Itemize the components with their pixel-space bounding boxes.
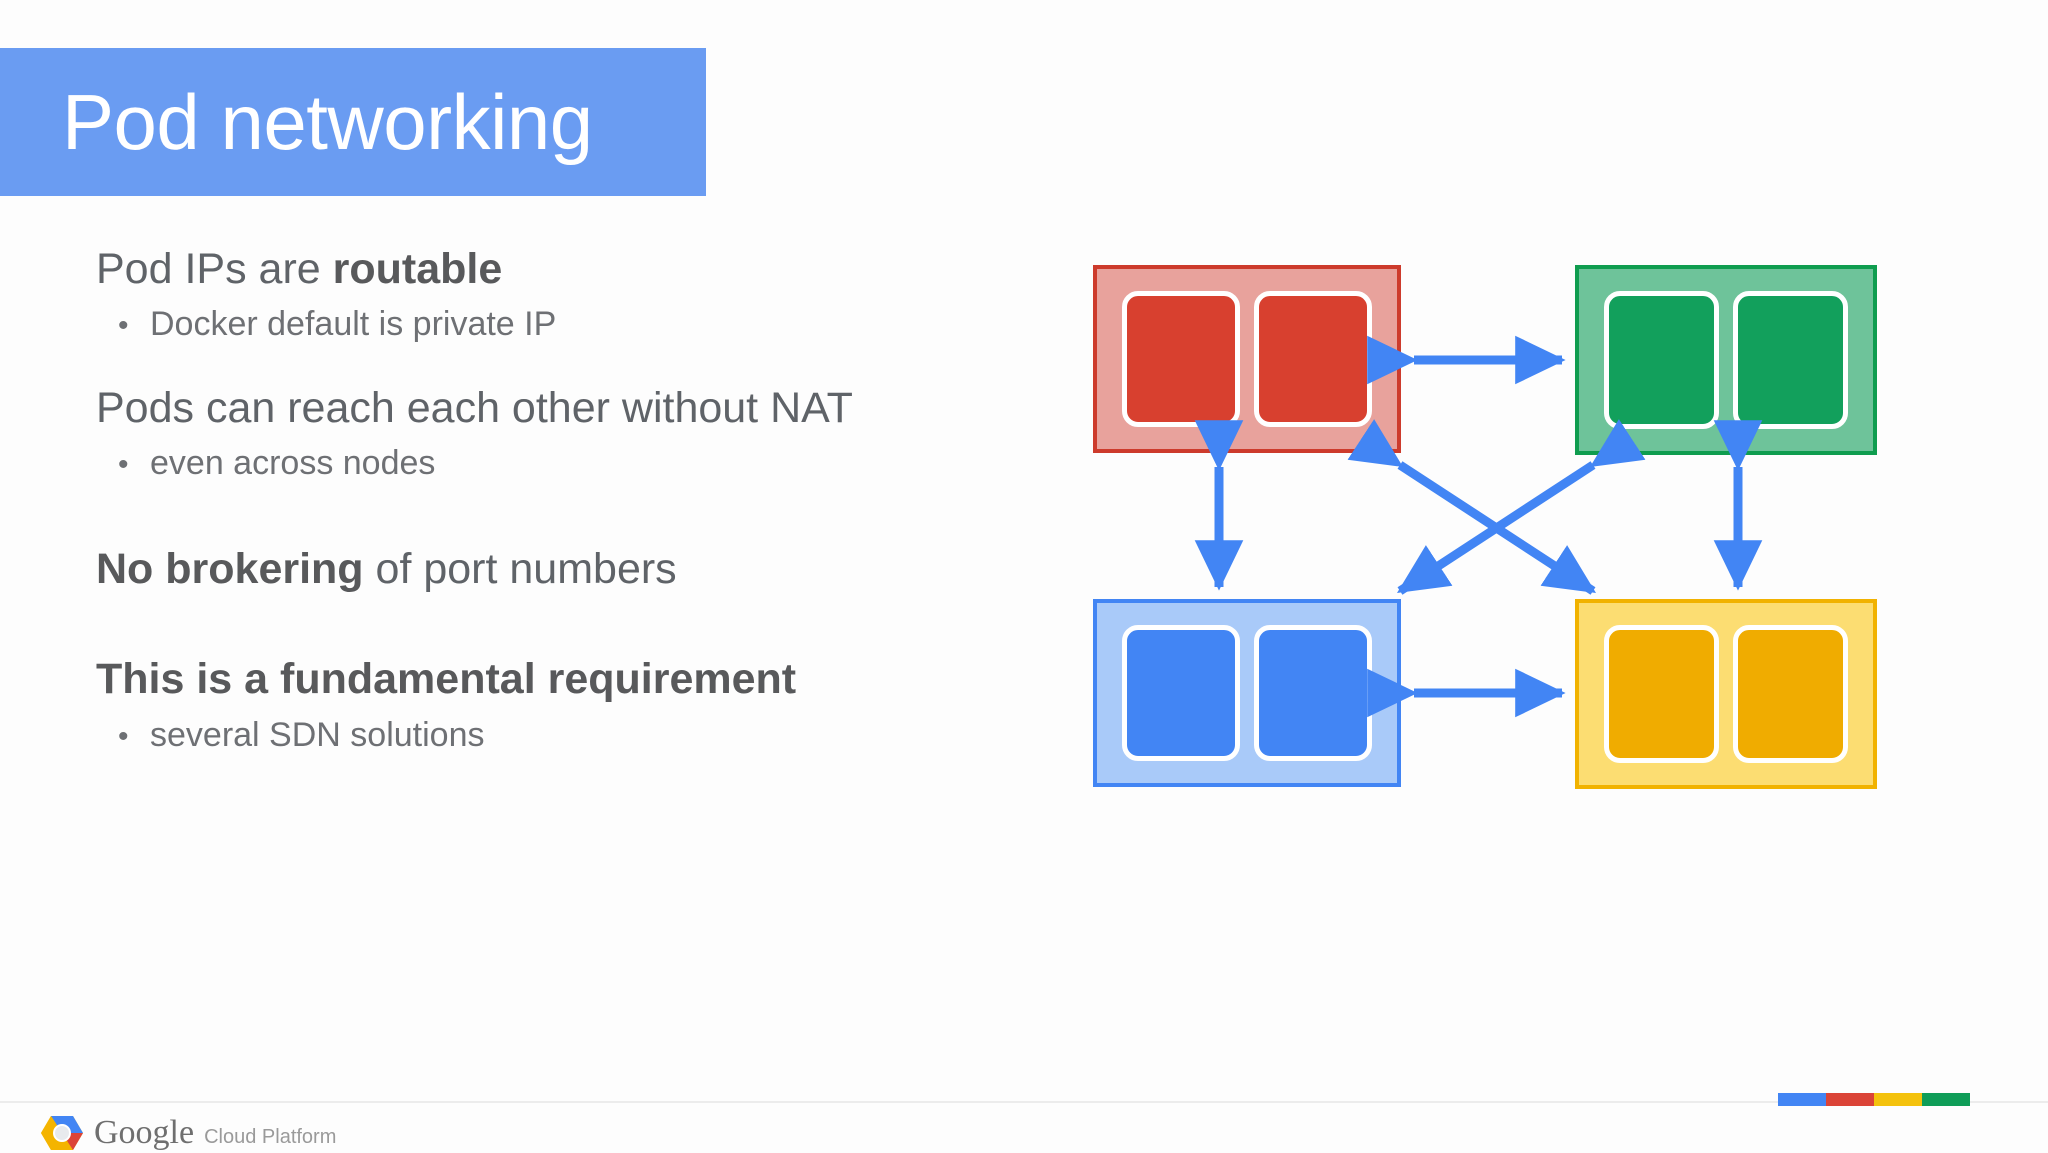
container-box xyxy=(1733,291,1849,429)
brand-bar-segment-blue xyxy=(1778,1093,1826,1106)
lead-line-3: No brokering of port numbers xyxy=(96,545,1056,593)
sub-line-1: • Docker default is private IP xyxy=(96,305,1056,344)
lead-line-1: Pod IPs are routable xyxy=(96,245,1056,293)
sub-line-2-text: even across nodes xyxy=(150,444,436,483)
brand-color-bar xyxy=(1778,1093,1970,1106)
lead-line-4: This is a fundamental requirement xyxy=(96,655,1056,703)
footer-divider xyxy=(0,1101,2048,1103)
bullet-dot-icon: • xyxy=(118,309,129,343)
logo-wordmark: Google xyxy=(94,1114,195,1151)
bullet-group-2: Pods can reach each other without NAT • … xyxy=(96,384,1056,483)
sub-line-1-text: Docker default is private IP xyxy=(150,305,557,344)
lead-1-strong: routable xyxy=(332,245,503,293)
lead-2-plain-a: Pods can reach each other without NAT xyxy=(96,384,853,433)
sub-line-4-text: several SDN solutions xyxy=(150,715,485,754)
bullet-group-4: This is a fundamental requirement • seve… xyxy=(96,655,1056,754)
pod-node-yellow xyxy=(1575,599,1877,789)
container-box xyxy=(1122,625,1240,761)
pod-node-blue xyxy=(1093,599,1401,787)
spacer-3 xyxy=(96,593,1056,655)
lead-4-strong: This is a fundamental requirement xyxy=(96,655,797,704)
sub-line-2: • even across nodes xyxy=(96,444,1056,483)
spacer-1 xyxy=(96,344,1056,384)
google-cloud-platform-logo: Google Cloud Platform xyxy=(40,1113,336,1153)
bullet-group-1: Pod IPs are routable • Docker default is… xyxy=(96,245,1056,344)
container-box xyxy=(1603,291,1719,429)
lead-1-plain-a: Pod IPs are xyxy=(96,245,333,293)
brand-bar-segment-yellow xyxy=(1874,1093,1922,1106)
google-cloud-hexagon-icon xyxy=(41,1116,83,1150)
bullet-group-3: No brokering of port numbers xyxy=(96,545,1056,593)
sub-line-4: • several SDN solutions xyxy=(96,716,1056,755)
container-box xyxy=(1603,625,1719,763)
lead-line-2: Pods can reach each other without NAT xyxy=(96,384,1056,432)
brand-bar-segment-red xyxy=(1826,1093,1874,1106)
body-content: Pod IPs are routable • Docker default is… xyxy=(96,245,1056,755)
spacer-2 xyxy=(96,483,1056,545)
pod-network-diagram xyxy=(1093,265,1883,795)
bullet-dot-icon: • xyxy=(118,719,129,753)
lead-3-strong: No brokering xyxy=(96,545,364,594)
page-title: Pod networking xyxy=(62,78,593,166)
title-banner: Pod networking xyxy=(0,48,706,196)
lead-3-plain-b: of port numbers xyxy=(363,545,677,594)
container-box xyxy=(1122,291,1240,427)
pod-node-green xyxy=(1575,265,1877,455)
container-box xyxy=(1733,625,1849,763)
arrow-red-yellow xyxy=(1347,419,1597,595)
arrow-green-blue xyxy=(1396,419,1646,595)
logo-subtitle: Cloud Platform xyxy=(204,1126,337,1148)
container-box xyxy=(1254,625,1372,761)
brand-bar-segment-green xyxy=(1922,1093,1970,1106)
pod-node-red xyxy=(1093,265,1401,453)
bullet-dot-icon: • xyxy=(118,448,129,482)
container-box xyxy=(1254,291,1372,427)
